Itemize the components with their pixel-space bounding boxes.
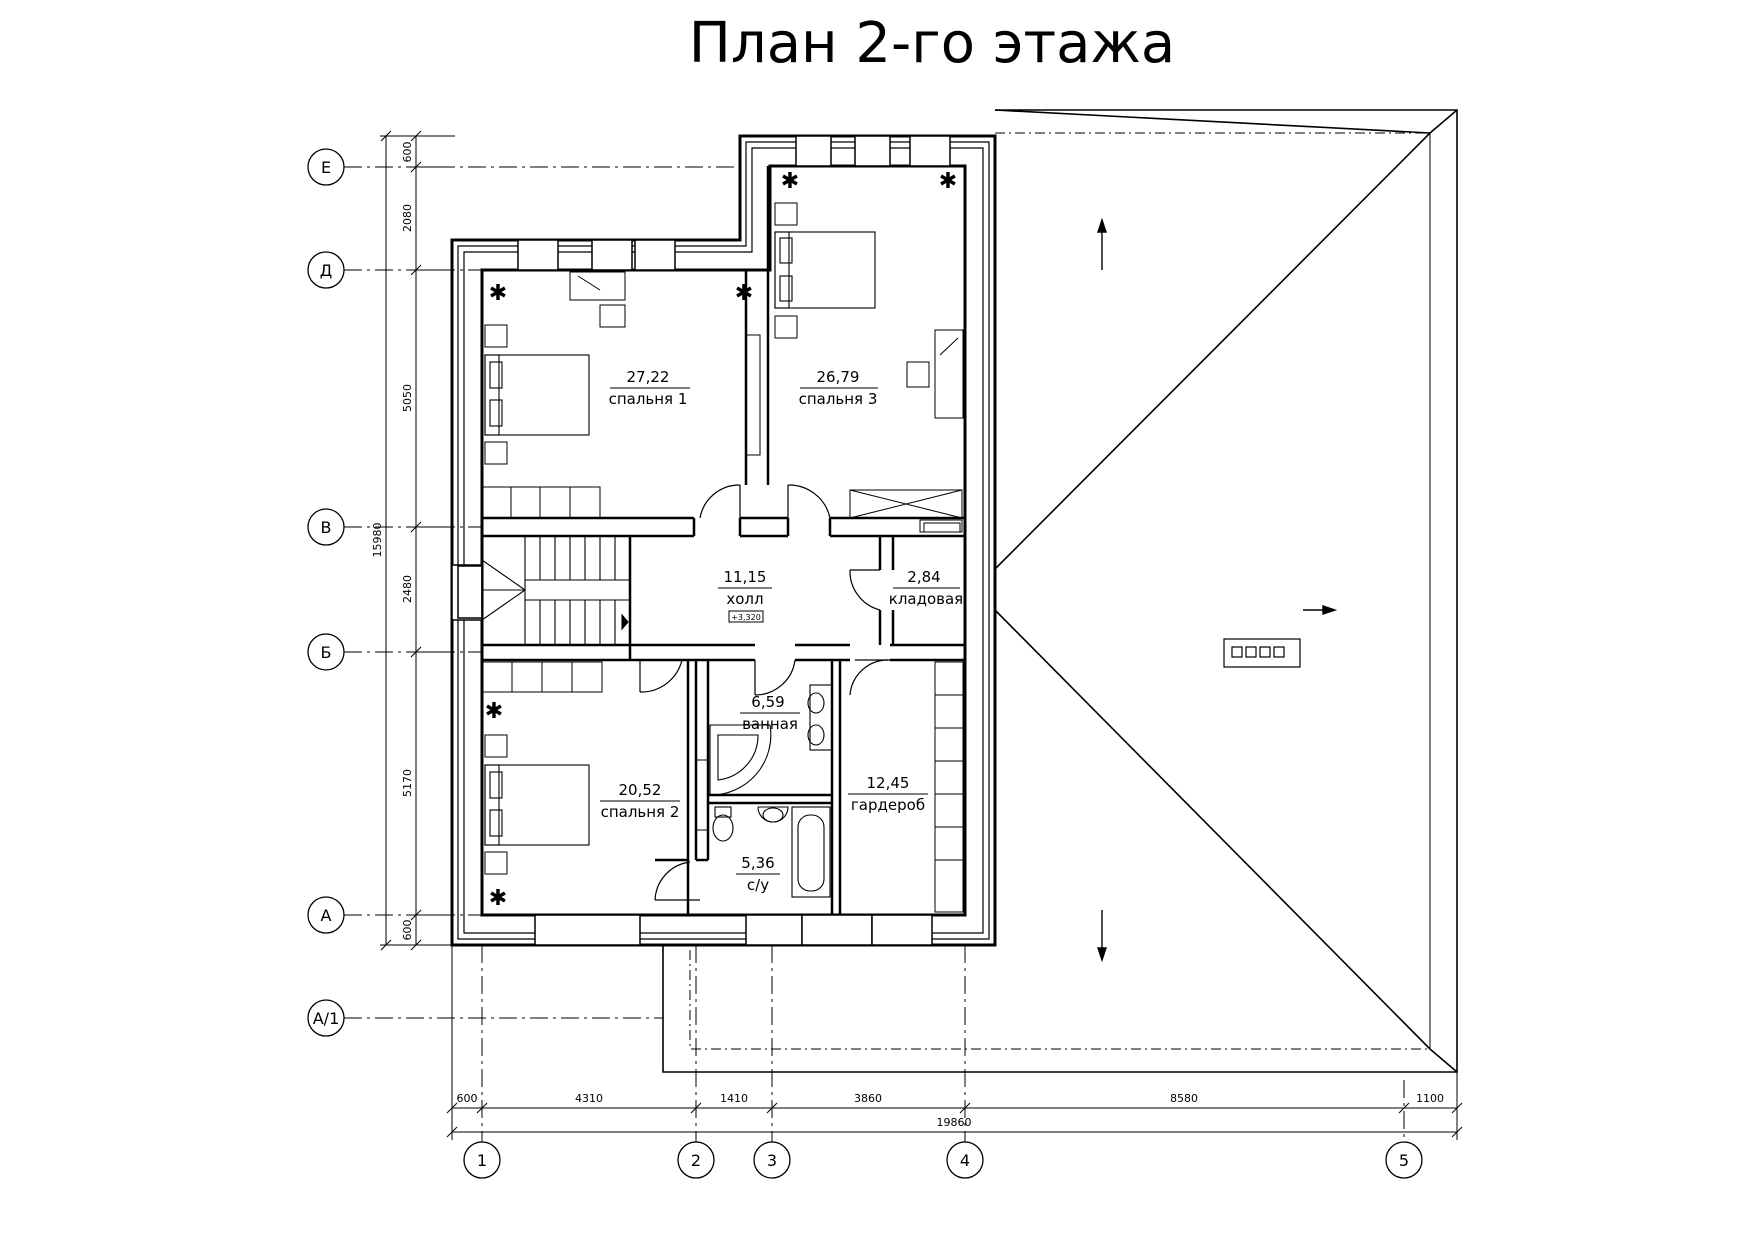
svg-text:ванная: ванная [742,715,798,733]
svg-text:1410: 1410 [720,1092,748,1105]
dimension-labels-vertical: 600 2080 5050 2480 5170 600 15980 [371,142,414,941]
roof-slope-arrows [1097,217,1338,963]
dimension-chain-vertical [380,130,455,951]
roof-dashed-eave [689,132,1431,1050]
bed-icon [774,231,876,309]
svg-text:А/1: А/1 [313,1009,340,1028]
svg-text:4310: 4310 [575,1092,603,1105]
svg-text:600: 600 [401,142,414,163]
doors [639,484,890,901]
svg-text:27,22: 27,22 [627,368,670,386]
svg-text:600: 600 [457,1092,478,1105]
room-label-bedroom2: 20,52 спальня 2 [600,781,680,821]
desk-icon [569,271,626,328]
toilet-icon [712,806,734,842]
nightstand-icon [484,734,508,875]
svg-text:1100: 1100 [1416,1092,1444,1105]
plan-title: План 2-го этажа [689,11,1175,76]
svg-text:✱: ✱ [489,281,507,306]
shower-tray-icon [791,806,831,898]
sink-icon [807,684,833,751]
svg-text:2,84: 2,84 [907,568,940,586]
sink-icon [757,806,789,823]
svg-text:спальня 2: спальня 2 [601,803,680,821]
desk-icon [906,329,964,419]
bed-icon [484,354,590,436]
room-label-bedroom3: 26,79 спальня 3 [799,368,878,408]
svg-text:20,52: 20,52 [619,781,662,799]
svg-text:2080: 2080 [401,204,414,232]
axis-marker-cols [463,1141,1423,1179]
wardrobe-shelf-icon [481,334,761,519]
svg-text:3: 3 [767,1151,777,1170]
svg-text:26,79: 26,79 [817,368,860,386]
svg-text:✱: ✱ [485,699,503,724]
svg-text:3860: 3860 [854,1092,882,1105]
wardrobe-shelf-icon [481,661,603,693]
wardrobe-shelf-icon [849,489,963,533]
svg-text:5050: 5050 [401,384,414,412]
ceiling-light-icon: ✱ ✱ ✱ ✱ ✱ ✱ [485,169,957,911]
svg-text:2: 2 [691,1151,701,1170]
room-label-bathroom: 6,59 ванная [740,693,800,733]
room-label-hall: 11,15 холл +3,320 [718,568,772,623]
svg-text:5,36: 5,36 [741,854,774,872]
room-labels: 27,22 спальня 1 26,79 спальня 3 11,15 хо… [600,368,963,894]
svg-text:спальня 3: спальня 3 [799,390,878,408]
svg-text:кладовая: кладовая [889,590,963,608]
axis-labels-rows: Е Д В Б А А/1 [313,158,340,1028]
room-label-storage: 2,84 кладовая [889,568,963,608]
svg-text:8580: 8580 [1170,1092,1198,1105]
svg-text:В: В [321,518,332,537]
room-label-bedroom1: 27,22 спальня 1 [609,368,690,408]
axis-marker-rows [307,148,345,1037]
svg-text:Д: Д [320,261,333,280]
svg-text:1: 1 [477,1151,487,1170]
svg-text:✱: ✱ [939,169,957,194]
bed-icon [484,764,590,846]
nightstand-icon [484,324,508,465]
svg-text:Б: Б [321,643,332,662]
svg-text:2480: 2480 [401,575,414,603]
room-label-wc: 5,36 с/у [736,854,780,894]
svg-text:12,45: 12,45 [867,774,910,792]
roof-vent-icon [1223,638,1301,668]
svg-text:✱: ✱ [781,169,799,194]
bathtub-icon [709,724,772,796]
windows [451,135,951,946]
wardrobe-shelf-icon [934,661,964,913]
svg-text:с/у: с/у [747,876,769,894]
axis-labels-cols: 1 2 3 4 5 [477,1151,1409,1170]
svg-text:19860: 19860 [937,1116,972,1129]
svg-text:6,59: 6,59 [751,693,784,711]
svg-text:гардероб: гардероб [851,796,925,814]
level-mark: +3,320 [731,613,761,622]
svg-text:Е: Е [321,158,331,177]
svg-text:5170: 5170 [401,769,414,797]
svg-text:✱: ✱ [489,886,507,911]
switch-plate-icon [923,522,961,533]
svg-text:5: 5 [1399,1151,1409,1170]
svg-text:15980: 15980 [371,523,384,558]
dimension-chain-horizontal [446,945,1463,1140]
svg-text:11,15: 11,15 [724,568,767,586]
svg-text:4: 4 [960,1151,970,1170]
svg-text:✱: ✱ [735,281,753,306]
svg-text:А: А [321,906,332,925]
grid-axis-lines [344,166,1405,1142]
room-label-wardrobe: 12,45 гардероб [848,774,928,814]
svg-text:холл: холл [726,590,763,608]
nightstand-icon [774,202,798,339]
svg-text:600: 600 [401,920,414,941]
stairs [481,535,631,646]
svg-text:спальня 1: спальня 1 [609,390,688,408]
dimension-labels-horizontal: 600 4310 1410 3860 8580 1100 19860 [457,1092,1445,1129]
towel-rail-icon [695,759,709,831]
